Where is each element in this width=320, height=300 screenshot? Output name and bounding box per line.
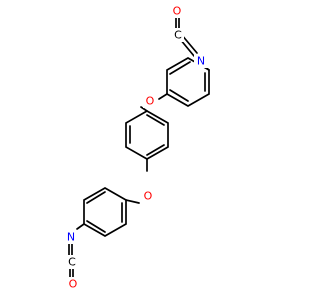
ring-top-inner (169, 61, 206, 102)
ring-bottom-inner (86, 191, 123, 233)
bond-ring-n-bottom (76, 223, 85, 230)
bond-o-ring-bottom (125, 199, 140, 204)
bond-o-ring-mid (140, 106, 148, 112)
atom-c-bottom: C (68, 256, 76, 269)
atom-o-link-lower: O (144, 190, 153, 203)
atom-n-top: N (197, 55, 205, 68)
ring-mid (125, 110, 169, 160)
atom-layer: O C N O O N C O (64, 4, 208, 291)
ring-mid-inner (129, 114, 165, 156)
ring-bottom (83, 187, 127, 237)
molecule-drawing: O C N O O N C O (64, 4, 210, 291)
atom-n-bottom: N (67, 231, 75, 244)
atom-c-top: C (174, 29, 182, 42)
atom-o-bottom: O (69, 278, 78, 291)
atom-o-link-upper: O (146, 95, 155, 108)
atom-o-top: O (173, 5, 182, 18)
bond-ring-top-o (158, 93, 168, 100)
bond-layer (68, 11, 210, 281)
structure-canvas: O C N O O N C O (64, 4, 210, 291)
